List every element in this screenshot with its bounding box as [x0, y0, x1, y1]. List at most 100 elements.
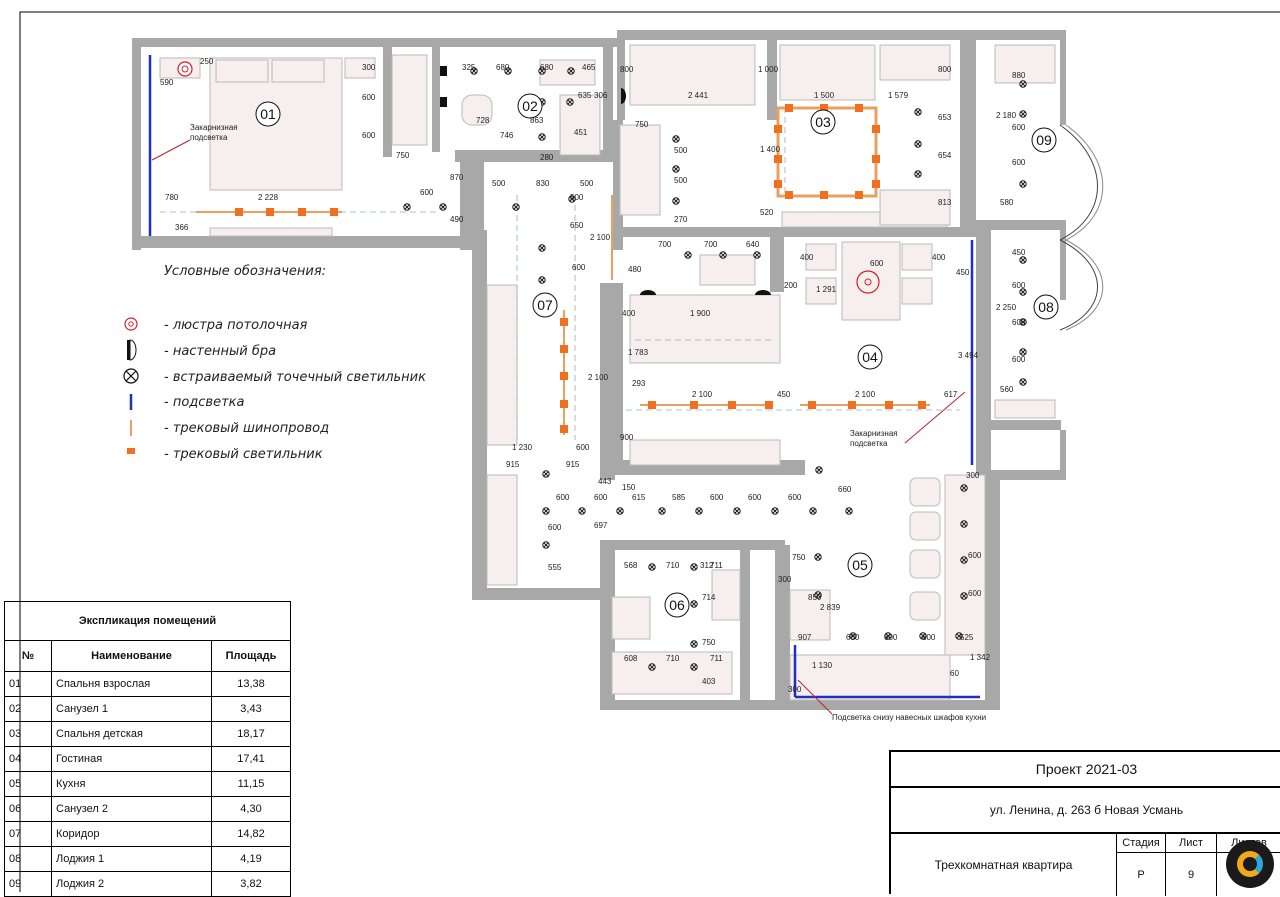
cornice-light-label-1: Закарнизная подсветка [190, 123, 240, 142]
cornice-light-1-line2: подсветка [190, 133, 228, 142]
chandelier-icon [124, 317, 138, 331]
dim: 2 441 [688, 91, 709, 100]
cornice-light-label-2: Закарнизная подсветка [850, 429, 900, 448]
dim: 500 [674, 146, 688, 155]
kitchen-light-label: Подсветка снизу навесных шкафов кухни [832, 713, 986, 722]
app-logo-icon[interactable] [1226, 840, 1274, 888]
dim: 700 [658, 240, 672, 249]
room-area-cell: 4,30 [211, 796, 291, 822]
dim: 325 [462, 63, 476, 72]
dim: 746 [500, 131, 514, 140]
dim: 450 [956, 268, 970, 277]
dim: 1 342 [970, 653, 991, 662]
dim: 2 180 [996, 111, 1017, 120]
dim: 800 [620, 65, 634, 74]
wall-sconce-icon [127, 339, 137, 361]
dim: 60 [950, 669, 959, 678]
dim: 300 [362, 63, 376, 72]
dim: 640 [746, 240, 760, 249]
room-num-cell: 04 [4, 746, 52, 772]
room-num-cell: 03 [4, 721, 52, 747]
dim: 711 [710, 654, 723, 663]
room-name-cell: Гостиная [51, 746, 212, 772]
dim: 750 [635, 120, 649, 129]
room-num-cell: 02 [4, 696, 52, 722]
dim: 520 [760, 208, 774, 217]
room-area-cell: 3,82 [211, 871, 291, 897]
dim: 2 250 [996, 303, 1017, 312]
dim: 500 [570, 193, 584, 202]
room-area-cell: 11,15 [211, 771, 291, 797]
dim: 600 [870, 259, 884, 268]
dim: 813 [938, 198, 952, 207]
dim: 1 000 [758, 65, 779, 74]
column-header: Наименование [51, 640, 212, 672]
dim: 1 400 [760, 145, 781, 154]
room-area-cell: 18,17 [211, 721, 291, 747]
dim: 600 [362, 93, 376, 102]
dim: 1 230 [512, 443, 533, 452]
dim: 600 [572, 263, 586, 272]
dim: 150 [622, 483, 636, 492]
dim: 600 [576, 443, 590, 452]
stage-value: Р [1117, 853, 1166, 896]
room-num-cell: 07 [4, 821, 52, 847]
room-name-cell: Спальня взрослая [51, 671, 212, 697]
dim: 585 [672, 493, 686, 502]
room-num-cell: 01 [4, 671, 52, 697]
dim: 711 [710, 561, 723, 570]
room-area-cell: 13,38 [211, 671, 291, 697]
dim: 680 [540, 63, 554, 72]
room-09-number: 09 [1036, 132, 1052, 148]
track-lights [235, 104, 926, 433]
dim: 654 [938, 151, 952, 160]
room-name-cell: Санузел 2 [51, 796, 212, 822]
dim: 600 [968, 589, 982, 598]
chandeliers [177, 61, 880, 294]
dim: 710 [666, 654, 680, 663]
column-header: № [4, 640, 52, 672]
dim: 680 [496, 63, 510, 72]
project-address: ул. Ленина, д. 263 б Новая Усмань [891, 788, 1280, 834]
dim: 1 579 [888, 91, 909, 100]
dim: 590 [160, 78, 174, 87]
room-01-number: 01 [260, 106, 276, 122]
legend-item-label: - подсветка [164, 395, 244, 410]
room-04-number: 04 [862, 349, 878, 365]
room-name-cell: Лоджия 2 [51, 871, 212, 897]
dim: 600 [1012, 123, 1026, 132]
dim: 568 [624, 561, 638, 570]
dim: 1 130 [812, 661, 833, 670]
room-name-cell: Кухня [51, 771, 212, 797]
led-strips [148, 55, 980, 699]
legend-item-label: - люстра потолочная [164, 318, 308, 333]
dim: 600 [884, 633, 898, 642]
track-light-icon [127, 448, 135, 454]
dim: 650 [570, 221, 584, 230]
dim: 2 100 [692, 390, 713, 399]
room-name-cell: Спальня детская [51, 721, 212, 747]
recessed-spotlight-icon [123, 368, 139, 384]
room-numbers: 01 02 03 04 05 06 07 08 09 [255, 93, 1059, 618]
dim: 2 839 [820, 603, 841, 612]
dim: 2 100 [588, 373, 609, 382]
dim: 600 [968, 551, 982, 560]
dim: 465 [582, 63, 596, 72]
dim: 600 [1012, 281, 1026, 290]
dim: 312 [700, 561, 714, 570]
dim: 615 [632, 493, 646, 502]
dim: 560 [1000, 385, 1014, 394]
dim: 600 [846, 633, 860, 642]
dim: 800 [938, 65, 952, 74]
dim: 490 [450, 215, 464, 224]
dim: 450 [777, 390, 791, 399]
dim: 830 [536, 179, 550, 188]
dim: 300 [788, 685, 802, 694]
room-area-cell: 17,41 [211, 746, 291, 772]
dim: 443 [598, 477, 612, 486]
dim: 366 [175, 223, 189, 232]
dim: 907 [798, 633, 812, 642]
